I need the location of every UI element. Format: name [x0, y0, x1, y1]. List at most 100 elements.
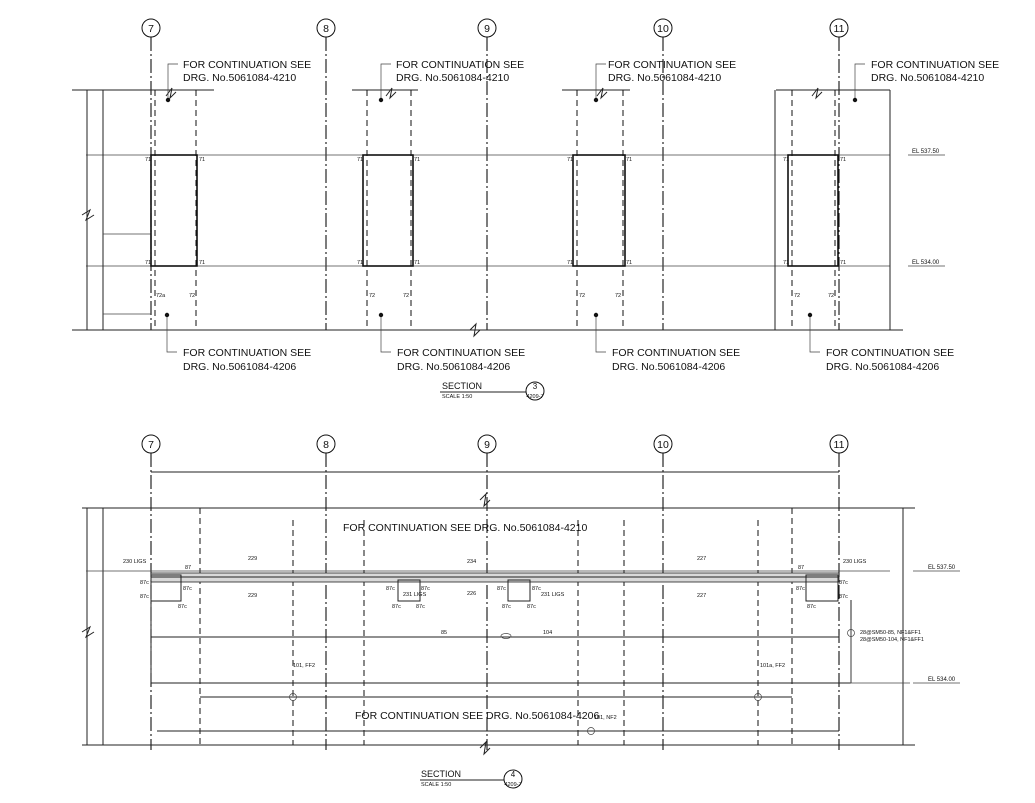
- bar-mark-71: 71: [414, 260, 420, 266]
- bar-mark-71: 71: [414, 157, 420, 163]
- bar-mark-71: 71: [199, 260, 205, 266]
- grid-bubble-7: 7: [148, 439, 154, 451]
- bar-mark-72: 72: [615, 293, 621, 299]
- section-number: 4: [511, 770, 516, 779]
- elevation-label-537: EL 537.50: [928, 565, 956, 571]
- drawing-reference: DRG. No.5061084-4210: [871, 72, 984, 84]
- mark-87c: 87c: [183, 586, 192, 592]
- bar-mark-72: 72: [828, 293, 834, 299]
- bar-mark-71: 71: [357, 157, 363, 163]
- bar-mark-72: 72: [403, 293, 409, 299]
- section-4-drawing: 7 8 9 10 11: [81, 434, 960, 789]
- section-4-elevations: EL 537.50 EL 534.00: [913, 565, 960, 684]
- bar-mark-71: 71: [840, 157, 846, 163]
- section-3-bar-marks: 71 71 71 71 71 71 71 71 71 71 71 71 71 7…: [145, 157, 846, 299]
- bar-mark-71: 71: [626, 260, 632, 266]
- section-3-bottom-notes: FOR CONTINUATION SEE DRG. No.5061084-420…: [183, 347, 954, 373]
- mark-87c: 87c: [839, 580, 848, 586]
- continuation-note-bottom: FOR CONTINUATION SEE: [612, 347, 740, 359]
- continuation-note-top: FOR CONTINUATION SEE: [871, 59, 999, 71]
- mark-87c: 87c: [140, 594, 149, 600]
- mark-226: 226: [467, 591, 476, 597]
- mark-87c: 87c: [532, 586, 541, 592]
- mark-230-ligs: 230 LIGS: [123, 559, 147, 565]
- grid-bubble-11: 11: [834, 439, 845, 451]
- section-3-grid-lines: [150, 37, 840, 330]
- section-sheet-ref: 4209-7: [526, 394, 543, 400]
- callout-sm50-85: 28@SM50-85, NF1&FF1: [860, 630, 921, 636]
- elevation-label-534: EL 534.00: [912, 260, 940, 266]
- section-3-top-notes: FOR CONTINUATION SEE DRG. No.5061084-421…: [183, 59, 999, 84]
- continuation-note-bottom: FOR CONTINUATION SEE DRG. No.5061084-420…: [355, 710, 599, 722]
- section-3-drawing: 7 8 9 10 11: [72, 18, 999, 401]
- mark-87c: 87c: [416, 604, 425, 610]
- section-4-structure: [81, 471, 915, 756]
- section-sheet-ref: 4209-7: [504, 782, 521, 788]
- elevation-label-537: EL 537.50: [912, 149, 940, 155]
- bar-mark-72: 72: [579, 293, 585, 299]
- bar-mark-71: 71: [357, 260, 363, 266]
- mark-230-ligs: 230 LIGS: [843, 559, 867, 565]
- mark-229: 229: [248, 593, 257, 599]
- bar-mark-71: 71: [145, 260, 151, 266]
- section-title: SECTION: [421, 769, 461, 779]
- mark-87: 87: [798, 565, 804, 571]
- bar-mark-71: 71: [145, 157, 151, 163]
- section-4-marks: 230 LIGS 230 LIGS 229 229 234 226 227 22…: [123, 556, 924, 721]
- mark-101a-ff2: 101a, FF2: [760, 663, 785, 669]
- section-scale: SCALE 1:50: [442, 394, 472, 400]
- mark-227: 227: [697, 556, 706, 562]
- continuation-note-top: FOR CONTINUATION SEE: [396, 59, 524, 71]
- bar-mark-71: 71: [567, 260, 573, 266]
- mark-87c: 87c: [807, 604, 816, 610]
- grid-bubble-7: 7: [148, 23, 154, 35]
- continuation-note-top: FOR CONTINUATION SEE: [183, 59, 311, 71]
- grid-bubble-11: 11: [834, 23, 845, 35]
- mark-101-ff2: 101, FF2: [293, 663, 315, 669]
- mark-87: 87: [185, 565, 191, 571]
- grid-bubble-10: 10: [657, 23, 669, 35]
- section-4-grid-bubbles: 7 8 9 10 11: [141, 434, 849, 454]
- section-4-grid-lines: [150, 453, 840, 750]
- section-3-elevations: EL 537.50 EL 534.00: [908, 149, 945, 267]
- section-title: SECTION: [442, 381, 482, 391]
- mark-101-nf2: 101, NF2: [594, 715, 617, 721]
- mark-87c: 87c: [527, 604, 536, 610]
- mark-87c: 87c: [178, 604, 187, 610]
- drawing-reference: DRG. No.5061084-4210: [608, 72, 721, 84]
- continuation-note-bottom: FOR CONTINUATION SEE: [826, 347, 954, 359]
- mark-87c: 87c: [497, 586, 506, 592]
- bar-mark-72: 72: [794, 293, 800, 299]
- mark-87c: 87c: [502, 604, 511, 610]
- mark-87c: 87c: [839, 594, 848, 600]
- continuation-note-top: FOR CONTINUATION SEE DRG. No.5061084-421…: [343, 522, 587, 534]
- mark-85: 85: [441, 630, 447, 636]
- bar-mark-71: 71: [199, 157, 205, 163]
- grid-bubble-8: 8: [323, 439, 329, 451]
- grid-bubble-8: 8: [323, 23, 329, 35]
- section-number: 3: [533, 382, 538, 391]
- grid-bubble-10: 10: [657, 439, 669, 451]
- continuation-note-bottom: FOR CONTINUATION SEE: [397, 347, 525, 359]
- grid-bubble-9: 9: [484, 439, 490, 451]
- mark-227: 227: [697, 593, 706, 599]
- section-scale: SCALE 1:50: [421, 782, 451, 788]
- mark-231-ligs: 231 LIGS: [541, 592, 565, 598]
- bar-mark-71: 71: [783, 157, 789, 163]
- bar-mark-72: 72: [369, 293, 375, 299]
- drawing-reference: DRG. No.5061084-4210: [183, 72, 296, 84]
- continuation-note-bottom: FOR CONTINUATION SEE: [183, 347, 311, 359]
- section-4-title-block: SECTION SCALE 1:50 4 4209-7: [420, 769, 523, 789]
- drawing-reference: DRG. No.5061084-4206: [612, 361, 725, 373]
- mark-104: 104: [543, 630, 552, 636]
- mark-87c: 87c: [796, 586, 805, 592]
- section-4-notes: FOR CONTINUATION SEE DRG. No.5061084-421…: [343, 522, 599, 722]
- mark-229: 229: [248, 556, 257, 562]
- drawing-reference: DRG. No.5061084-4210: [396, 72, 509, 84]
- mark-87c: 87c: [386, 586, 395, 592]
- bar-mark-72a: 72a: [156, 293, 166, 299]
- mark-87c: 87c: [392, 604, 401, 610]
- callout-sm50-104: 28@SM50-104, NF1&FF1: [860, 637, 924, 643]
- bar-mark-71: 71: [626, 157, 632, 163]
